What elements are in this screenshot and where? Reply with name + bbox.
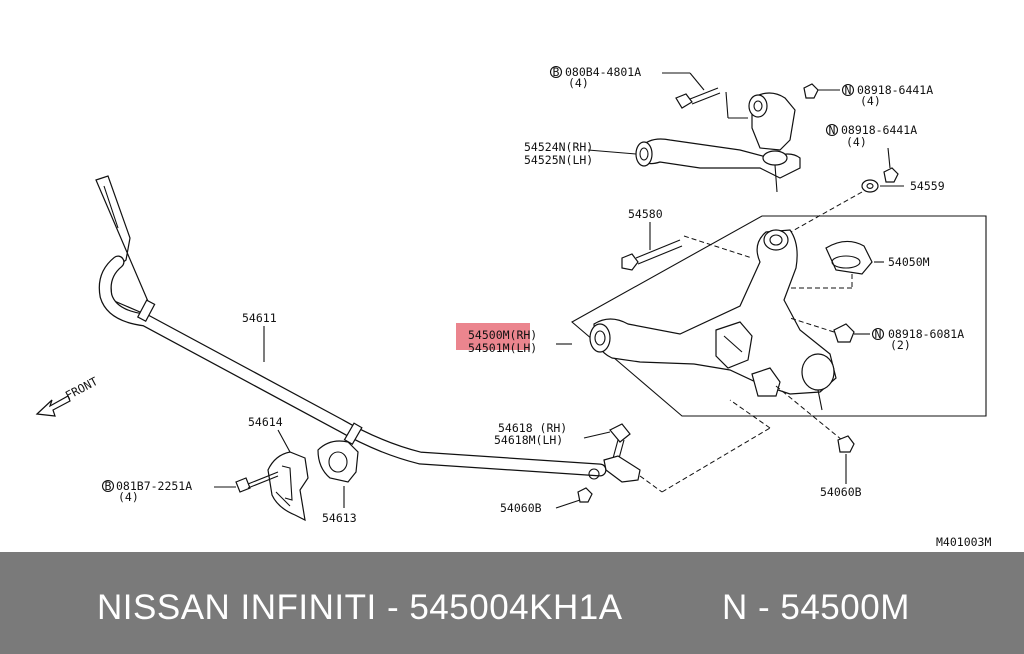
link-nut-icon <box>577 487 593 503</box>
lower-bolt-icon <box>621 239 683 271</box>
label-bushing: 54613 <box>322 511 357 525</box>
figure-code: M401003M <box>936 535 991 549</box>
bracket-bolt-symbol: B <box>105 479 112 493</box>
upper-nut2-icon <box>883 167 899 183</box>
lower-arm <box>589 229 837 411</box>
footer-ref-part: N - 54500M <box>722 588 910 627</box>
stabilizer-bar <box>95 175 607 477</box>
label-upper-nut2: 08918-6441A <box>841 123 917 137</box>
washer-icon <box>861 179 879 193</box>
label-bracket-bolt: 081B7-2251A <box>116 479 192 493</box>
label-lower-nut: 08918-6081A <box>888 327 964 341</box>
label-link-nut: 54060B <box>500 501 542 515</box>
label-lower-nut-qty: (2) <box>890 338 911 352</box>
label-link-lh: 54618M(LH) <box>494 433 563 447</box>
upper-arm <box>635 92 801 193</box>
label-upper-arm-rh: 54524N(RH) <box>524 140 593 154</box>
upper-nut2-symbol: N <box>829 123 836 137</box>
cap-icon <box>825 240 873 275</box>
upper-bolt-symbol: B <box>553 65 560 79</box>
upper-nut-icon <box>803 83 819 99</box>
label-lower-arm-rh: 54500M(RH) <box>468 328 537 342</box>
label-upper-nut-qty: (4) <box>860 94 881 108</box>
label-upper-bolt-qty: (4) <box>568 76 589 90</box>
label-upper-nut2-qty: (4) <box>846 135 867 149</box>
stabilizer-bushing <box>317 440 359 483</box>
front-arrow-icon: FRONT <box>35 374 100 417</box>
front-label: FRONT <box>63 374 100 403</box>
label-bracket: 54614 <box>248 415 283 429</box>
label-upper-arm-lh: 54525N(LH) <box>524 153 593 167</box>
lower-nut-icon <box>833 323 855 343</box>
label-cap: 54050M <box>888 255 930 269</box>
label-upper-nut: 08918-6441A <box>857 83 933 97</box>
parts-diagram: 54611 FRONT 54614 54613 B 081B7-2251A (4… <box>35 65 992 549</box>
bracket-bolt-icon <box>235 471 279 493</box>
stabilizer-bracket <box>267 451 309 522</box>
label-lower-bolt: 54580 <box>628 207 663 221</box>
upper-bolt-icon <box>675 87 721 109</box>
label-washer: 54559 <box>910 179 945 193</box>
lower-nut-symbol: N <box>875 327 882 341</box>
highlight-marker <box>456 323 530 350</box>
label-lower-link-nut: 54060B <box>820 485 862 499</box>
footer-banner: NISSAN INFINITI - 545004KH1A N - 54500M <box>0 552 1024 654</box>
footer-brand-part: NISSAN INFINITI - 545004KH1A <box>97 588 623 627</box>
lower-arm-frame <box>571 215 987 417</box>
stabilizer-link <box>588 423 641 483</box>
lower-link-nut-icon <box>837 435 855 453</box>
label-lower-arm-lh: 54501M(LH) <box>468 341 537 355</box>
label-stabilizer: 54611 <box>242 311 277 325</box>
label-upper-bolt: 080B4-4801A <box>565 65 641 79</box>
label-bracket-bolt-qty: (4) <box>118 490 139 504</box>
upper-nut-symbol: N <box>845 83 852 97</box>
label-link-rh: 54618 (RH) <box>498 421 567 435</box>
